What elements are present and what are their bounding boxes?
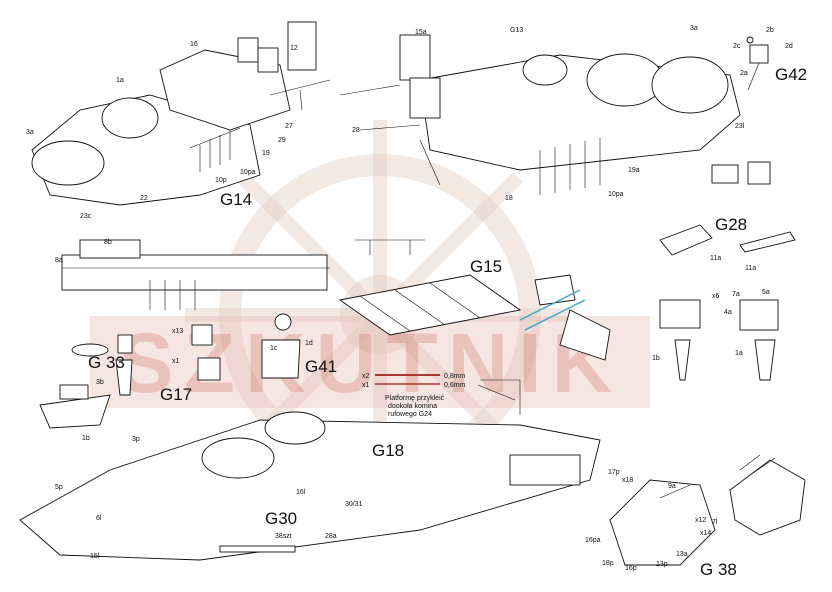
part-16p-label: 16p [625, 565, 637, 572]
part-5p-label: 5p [55, 484, 63, 491]
part-19-label: 19 [262, 150, 270, 157]
launch-boat: 3b 1b [39, 379, 111, 442]
platform-note: x2 x1 0,8mm 0,6mm Platformę przykleić do… [362, 373, 466, 418]
part-13p-label: 13p [656, 561, 668, 568]
part-2a-label: 2a [740, 70, 748, 77]
label-g38: G 38 [700, 560, 737, 579]
part-4a-label: 4a [724, 309, 732, 316]
part-1a-label: 1a [116, 77, 124, 84]
label-g28: G28 [715, 215, 747, 234]
scale-x1: x1 [362, 382, 370, 389]
part-3p-label: 3p [132, 436, 140, 443]
part-10pa-label: 10pa [240, 169, 256, 176]
part-28a-label: 28a [325, 533, 337, 540]
part-29-label: 29 [278, 137, 286, 144]
note-line-1: Platformę przykleić [385, 395, 445, 402]
part-1b-boat-label: 1b [82, 435, 90, 442]
scale-08mm: 0,8mm [444, 373, 466, 380]
part-8b-label: 8b [104, 239, 112, 246]
g18-assembly: G18 G30 38szt 3p 5p 6l 15l 16l 28a 30/31… [19, 411, 620, 561]
part-10pa-g15-label: 10pa [608, 191, 624, 198]
part-7l-label: 7l [712, 519, 718, 526]
right-components: 5a 7a 4a x6 1b 1a [652, 289, 779, 381]
part-3b-label: 3b [96, 379, 104, 386]
part-13a-label: 13a [676, 551, 688, 558]
label-g18: G18 [372, 441, 404, 460]
mast-rigging [477, 274, 611, 415]
g42-assembly: G42 2b 2c 2d 2a [733, 27, 807, 91]
part-8a-label: 8a [55, 257, 63, 264]
part-3a-label: 3a [26, 129, 34, 136]
note-line-2: dookoła komina [388, 403, 437, 410]
g38-assembly: G 38 x18 9a x12 x14 7l 13a 13p 16pa 18p … [585, 454, 806, 579]
label-g14: G14 [220, 190, 252, 209]
part-1d-label: 1d [305, 340, 313, 347]
part-17p-label: 17p [608, 469, 620, 476]
part-x12-label: x12 [695, 517, 706, 524]
part-1a-r-label: 1a [735, 350, 743, 357]
part-15l-label: 15l [90, 553, 100, 560]
part-23c-label: 23c [80, 213, 92, 220]
part-2b-label: 2b [766, 27, 774, 34]
part-15a-label: 15a [415, 29, 427, 36]
part-5a-label: 5a [762, 289, 770, 296]
label-g41: G41 [305, 357, 337, 376]
part-g13-label: G13 [510, 27, 523, 34]
part-11a-label: 11a [710, 255, 721, 262]
side-elevation: 8a 8b [55, 239, 330, 310]
part-16-label: 16 [190, 41, 198, 48]
g15-assembly: 15a G13 3a 23l 28 19a 10pa 18 [339, 25, 745, 202]
g28-assembly: G28 11a 11a [659, 161, 796, 272]
part-9a-label: 9a [668, 483, 676, 490]
part-12-label: 12 [290, 45, 298, 52]
part-x1-label: x1 [172, 358, 180, 365]
part-30-31-label: 30/31 [345, 501, 363, 508]
part-7a-label: 7a [732, 291, 740, 298]
part-x18-label: x18 [622, 477, 633, 484]
part-2c-label: 2c [733, 43, 741, 50]
scale-x2: x2 [362, 373, 370, 380]
part-1c-label: 1c [270, 345, 278, 352]
part-x14-label: x14 [700, 530, 711, 537]
part-3a-top-label: 3a [690, 25, 698, 32]
scale-06mm: 0,6mm [444, 382, 466, 389]
g30-length: 38szt [275, 533, 292, 540]
part-22-label: 22 [140, 195, 148, 202]
part-2d-label: 2d [785, 43, 793, 50]
part-28-label: 28 [352, 127, 360, 134]
part-11a-2-label: 11a [745, 265, 756, 272]
label-g33: G 33 [88, 353, 125, 372]
part-6l-label: 6l [96, 515, 102, 522]
part-18-label: 18 [505, 195, 513, 202]
part-10p-label: 10p [215, 177, 227, 184]
g14-assembly: G14 1a 3a 22 10p 10pa 27 29 19 12 16 23c [26, 21, 331, 220]
part-19a-label: 19a [628, 167, 640, 174]
platform-assembly [338, 239, 522, 336]
label-g30: G30 [265, 509, 297, 528]
part-x13-label: x13 [172, 328, 183, 335]
label-g17: G17 [160, 385, 192, 404]
part-1b-label: 1b [652, 355, 660, 362]
small-boats: G 33 G17 G41 x13 x1 1c 1d [71, 313, 337, 404]
part-16pa-label: 16pa [585, 537, 601, 544]
label-g42: G42 [775, 65, 807, 84]
part-18p-label: 18p [602, 560, 614, 567]
part-16l-label: 16l [296, 489, 306, 496]
part-27-label: 27 [285, 123, 293, 130]
part-x6-label: x6 [712, 293, 720, 300]
note-line-3: rufowego G24 [388, 411, 432, 418]
label-g15: G15 [470, 257, 502, 276]
part-23l-label: 23l [735, 123, 745, 130]
